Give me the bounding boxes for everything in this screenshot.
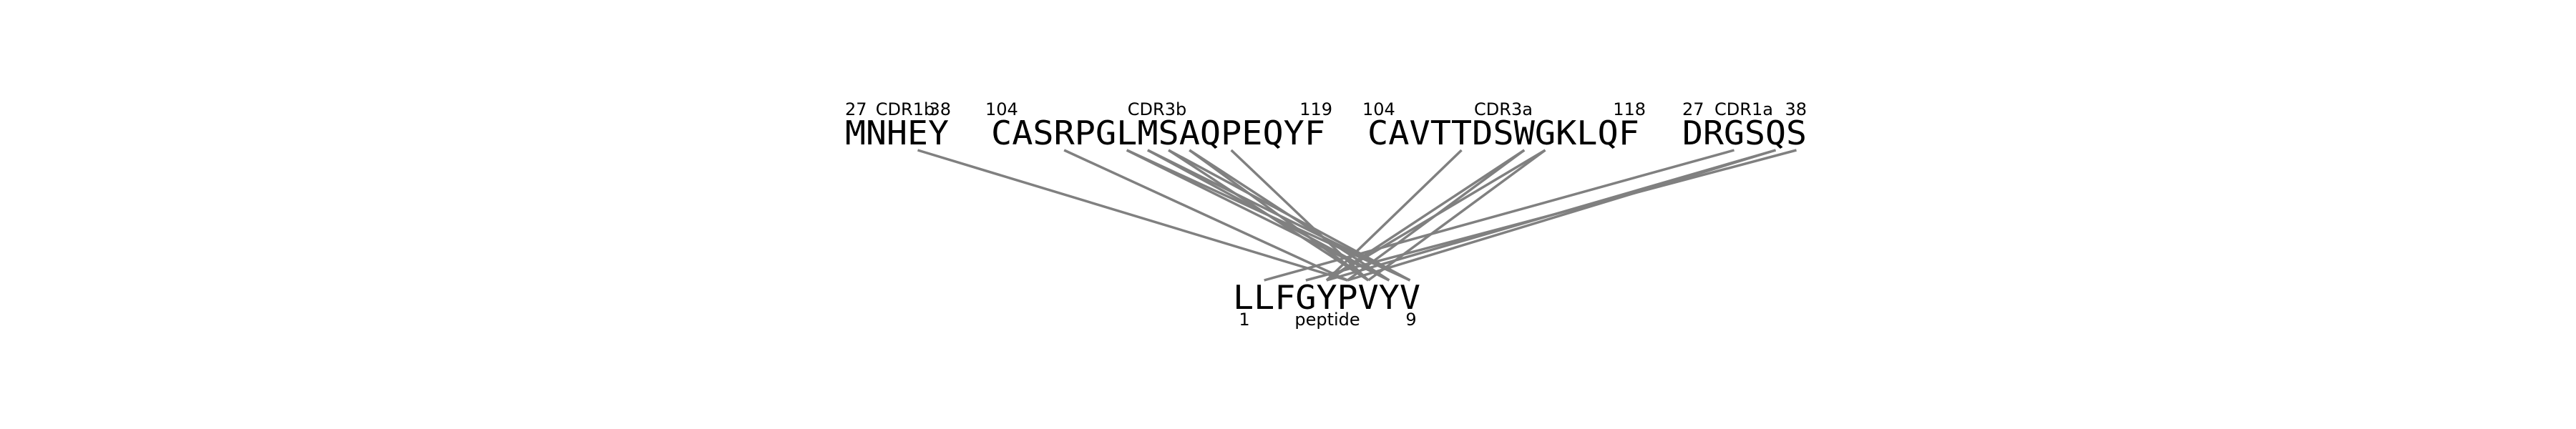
contact-line-cdr1a-16 (1264, 149, 1735, 282)
cdr3b-end-number: 119 (1299, 99, 1332, 119)
cdr1b-sequence: MNHEY (845, 114, 949, 152)
cdr1a-sequence: DRGSQS (1682, 114, 1807, 152)
contact-line-cdr1b-0 (917, 149, 1348, 282)
contact-lines (917, 149, 1797, 282)
cdr3b-sequence: CASRPGLMSAQPEQYF (991, 114, 1325, 152)
peptide-end-number: 9 (1405, 310, 1416, 330)
contact-line-cdr3b-3 (1126, 149, 1390, 282)
cdr1a-label: CDR1a (1714, 99, 1773, 119)
cdr1b-segment: 27 CDR1b 38 MNHEY (845, 99, 951, 152)
contact-line-cdr3a-12 (1326, 149, 1526, 282)
cdr3a-sequence: CAVTTDSWGKLQF (1367, 114, 1639, 152)
contact-line-cdr3b-7 (1168, 149, 1370, 282)
contact-line-cdr3a-11 (1325, 149, 1463, 282)
cdr3a-end-number: 118 (1613, 99, 1646, 119)
cdr3b-label: CDR3b (1128, 99, 1186, 119)
cdr3b-segment: 104 CDR3b 119 CASRPGLMSAQPEQYF (985, 99, 1332, 152)
contact-line-cdr3b-1 (1063, 149, 1348, 282)
peptide-label: peptide (1294, 310, 1360, 330)
peptide-sequence: LLFGYPVYV (1233, 278, 1420, 317)
cdr1b-label: CDR1b (876, 99, 935, 119)
cdr1b-start-number: 27 (845, 99, 867, 119)
cdr3b-start-number: 104 (985, 99, 1018, 119)
contact-line-cdr1a-19 (1305, 149, 1797, 282)
cdr1a-segment: 27 CDR1a 38 DRGSQS (1682, 99, 1807, 152)
cdr3a-start-number: 104 (1362, 99, 1395, 119)
cdr3a-segment: 104 CDR3a 118 CAVTTDSWGKLQF (1362, 99, 1646, 152)
cdr1a-start-number: 27 (1682, 99, 1704, 119)
cdr1a-end-number: 38 (1785, 99, 1807, 119)
cdr3a-label: CDR3a (1474, 99, 1533, 119)
peptide-segment: LLFGYPVYV 1 peptide 9 (1233, 278, 1420, 330)
contact-line-cdr1a-18 (1347, 149, 1777, 282)
cdr1b-end-number: 38 (929, 99, 951, 119)
contact-line-cdr3b-8 (1189, 149, 1390, 282)
contact-line-cdr3a-14 (1326, 149, 1546, 282)
peptide-start-number: 1 (1239, 310, 1249, 330)
